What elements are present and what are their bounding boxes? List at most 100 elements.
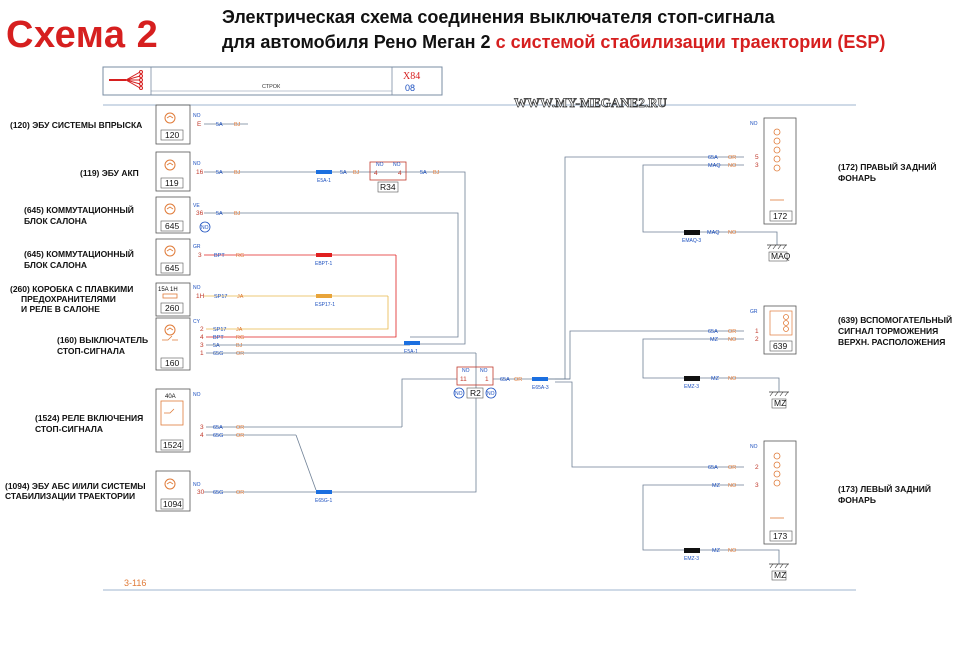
- no-badge-r2b-icon: [485, 387, 497, 399]
- wire-1094: 65G OR E65G-1: [204, 353, 477, 504]
- pin-160-3: 3: [200, 342, 204, 349]
- top-bar-code-top: X84: [403, 71, 420, 82]
- top-connector-bar: [102, 66, 443, 96]
- label-260: (260) КОРОБКА С ПЛАВКИМИ ПРЕДОХРАНИТЕЛЯМ…: [10, 284, 136, 314]
- pin-conn-120: NO: [193, 113, 201, 119]
- title-line2-highlight: с системой стабилизации траектории (ESP): [495, 32, 886, 52]
- diagram-title-line2: для автомобиля Рено Меган 2 с системой с…: [222, 32, 885, 53]
- splice-e65a: [532, 377, 548, 381]
- wire-639-no: NO: [728, 337, 737, 343]
- wire-119b-color: BJ: [353, 170, 360, 176]
- pin-1524-4: 4: [200, 432, 204, 439]
- component-172-id: 172: [773, 211, 787, 221]
- wire-639g-color: NO: [728, 376, 737, 382]
- wire-1524-65g: 65G: [213, 433, 223, 439]
- r2-right: NO: [480, 368, 488, 374]
- label-173: (173) ЛЕВЫЙ ЗАДНИЙ ФОНАРЬ: [838, 483, 933, 505]
- pin-conn-173: NO: [750, 444, 758, 450]
- wire-645a: 5A BJ NO: [199, 211, 459, 338]
- component-173: NO 173 2 3: [750, 440, 797, 545]
- scheme-title: Схема 2: [6, 14, 159, 56]
- label-119: (119) ЭБУ АКП: [80, 168, 139, 178]
- wire-119-color: BJ: [234, 170, 241, 176]
- no-badge-r2b: NO: [487, 391, 495, 397]
- label-645-b-line1: (645) КОММУТАЦИОННЫЙ: [24, 248, 134, 259]
- wire-1524-65a: 65A: [213, 425, 223, 431]
- component-639: GR 639 1 2: [750, 305, 797, 355]
- wire-639: 65A OR MZ NO EMZ-3 MZ NO MZ: [642, 329, 789, 409]
- label-639: (639) ВСПОМОГАТЕЛЬНЫЙ СИГНАЛ ТОРМОЖЕНИЯ …: [838, 314, 954, 347]
- splice-emaq-label: EMAQ-3: [682, 238, 701, 244]
- component-645-b-id: 645: [165, 263, 179, 273]
- pin-160-1: 1: [200, 350, 204, 357]
- label-1094: (1094) ЭБУ АБС И/ИЛИ СИСТЕМЫ СТАБИЛИЗАЦИ…: [5, 481, 148, 501]
- component-119-id: 119: [165, 178, 179, 188]
- pin-172-3: 3: [755, 162, 759, 169]
- label-260-line2: ПРЕДОХРАНИТЕЛЯМИ: [21, 294, 116, 304]
- splice-e65g-label: E65G-1: [315, 498, 332, 504]
- component-645-a-id: 645: [165, 221, 179, 231]
- component-1094: 1094: [155, 470, 191, 512]
- relay-icon: [160, 400, 184, 426]
- no-badge-icon: [199, 221, 211, 233]
- left-connector-pin-labels: NO E NO 16 VE 36 GR 3 NO 1H CY 2 4 3 1 N…: [193, 113, 205, 496]
- label-1524-line1: (1524) РЕЛЕ ВКЛЮЧЕНИЯ: [35, 413, 143, 423]
- splice-esp17-label: ESP17-1: [315, 302, 335, 308]
- splice-ebpt-label: EBPT-1: [315, 261, 332, 267]
- pin-172-5: 5: [755, 154, 759, 161]
- label-172: (172) ПРАВЫЙ ЗАДНИЙ ФОНАРЬ: [838, 161, 939, 183]
- r34-pin-left: 4: [374, 170, 378, 177]
- component-172: NO 172 5 3: [750, 117, 797, 225]
- component-260-id: 260: [165, 303, 179, 313]
- wire-160-ja: JA: [236, 327, 243, 333]
- wire-119: 5A BJ E5A-1 5A BJ 5A BJ: [204, 170, 466, 345]
- r34-right: NO: [393, 162, 401, 168]
- wire-639-65a: 65A: [708, 329, 718, 335]
- label-172-line1: (172) ПРАВЫЙ ЗАДНИЙ: [838, 161, 937, 172]
- splice-ebpt: [316, 253, 332, 257]
- lamp-icons-172: [770, 128, 784, 201]
- splice-e65g: [316, 490, 332, 494]
- wire-r2-name: 65A: [500, 377, 510, 383]
- wire-172-or: OR: [728, 155, 736, 161]
- label-645-a-line1: (645) КОММУТАЦИОННЫЙ: [24, 204, 134, 215]
- pin-645a: 36: [196, 210, 204, 217]
- relay-rating: 40A: [165, 394, 176, 400]
- component-260: 15A 1H 260: [155, 282, 191, 317]
- splice-e5a-bottom: [404, 341, 420, 345]
- wire-160-labels: SP17 JA BPT RG 5A BJ 65G OR E5A-1: [206, 327, 476, 357]
- wire-173: 65A OR MZ NO EMZ-3 MZ NO MZ: [642, 465, 789, 581]
- splice-emaq: [684, 230, 700, 235]
- wire-172-65a: 65A: [708, 155, 718, 161]
- ground-172: MAQ: [771, 251, 791, 261]
- pin-173-3: 3: [755, 482, 759, 489]
- label-1094-line1: (1094) ЭБУ АБС И/ИЛИ СИСТЕМЫ: [5, 481, 146, 491]
- pin-639-2: 2: [755, 336, 759, 343]
- r34-pin-right: 4: [398, 170, 402, 177]
- label-160-line1: (160) ВЫКЛЮЧАТЕЛЬ: [57, 335, 148, 345]
- wire-119c-name: 5A: [420, 170, 427, 176]
- wire-173-65a: 65A: [708, 465, 718, 471]
- wire-sp17-color: JA: [237, 294, 244, 300]
- label-1094-line2: СТАБИЛИЗАЦИИ ТРАЕКТОРИИ: [5, 491, 135, 501]
- pin-conn-160: CY: [193, 319, 201, 325]
- fuse-icon: [162, 293, 178, 299]
- component-1524: 40A 1524: [155, 388, 191, 453]
- wire-173g-color: NO: [728, 548, 737, 554]
- component-645-a: 645: [155, 196, 191, 234]
- wire-160-sp17: SP17: [213, 327, 226, 333]
- pin-120: E: [197, 121, 202, 128]
- wire-173-or: OR: [728, 465, 736, 471]
- label-173-line2: ФОНАРЬ: [838, 495, 876, 505]
- wire-119b-name: 5A: [340, 170, 347, 176]
- component-173-id: 173: [773, 531, 787, 541]
- label-645-b: (645) КОММУТАЦИОННЫЙ БЛОК САЛОНА: [24, 248, 136, 270]
- wire-1094-color: OR: [236, 490, 244, 496]
- r2-pin-right: 1: [485, 376, 489, 383]
- splice-emz-mid-label: EMZ-3: [684, 384, 699, 390]
- component-120-id: 120: [165, 130, 179, 140]
- wire-160-rg: RG: [236, 335, 244, 341]
- pin-119: 16: [196, 169, 204, 176]
- pin-260: 1H: [196, 293, 205, 300]
